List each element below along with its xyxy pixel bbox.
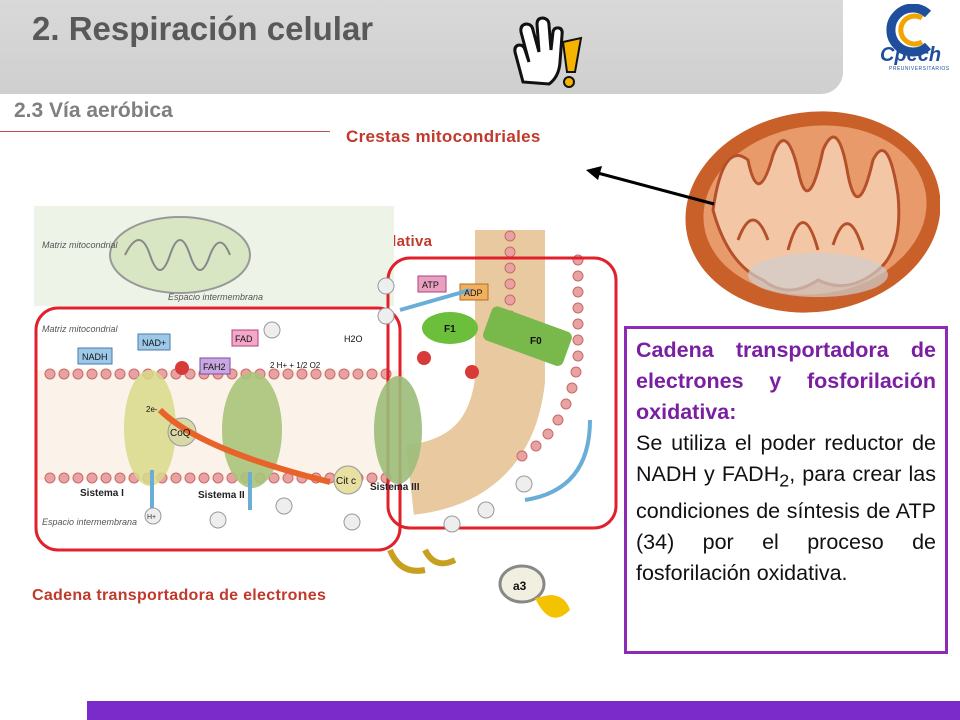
pointer-arrow-icon	[586, 166, 715, 206]
explanation-body-prefix: Se utiliza el poder reductor de NADH y F…	[636, 431, 936, 486]
citc-label: Cit c	[336, 476, 356, 487]
electron-label: 2e-	[146, 405, 158, 414]
f0-label: F0	[530, 336, 542, 347]
explanation-body-suffix: , para crear las condiciones de síntesis…	[636, 462, 936, 586]
logo-subtext: PREUNIVERSITARIOS	[889, 66, 950, 72]
f1-label: F1	[444, 324, 456, 335]
sistema-2-label: Sistema II	[198, 490, 245, 501]
explanation-text: Cadena transportadora de electrones y fo…	[636, 335, 936, 589]
oxygen-equation-label: 2 H+ + 1/2 O2	[270, 361, 321, 370]
cadena-label: Cadena transportadora de electrones	[32, 587, 327, 604]
explanation-heading: Cadena transportadora de electrones y fo…	[636, 338, 936, 424]
nadh-label: NADH	[82, 352, 108, 362]
matriz-top-label: Matriz mitocondrial	[42, 240, 119, 250]
h2o-label: H2O	[344, 334, 363, 344]
pointing-hand-icon	[513, 16, 583, 88]
section-subtitle: 2.3 Vía aeróbica	[14, 99, 173, 122]
atp-label: ATP	[422, 280, 439, 290]
hplus-label: H+	[147, 514, 156, 521]
mitochondrion-illustration	[685, 111, 940, 313]
logo-text: Cpech	[880, 44, 942, 66]
fadh2-label: FAH2	[203, 362, 226, 372]
a3-label: a3	[513, 579, 527, 593]
espacio-label: Espacio intermembrana	[42, 517, 137, 527]
sistema-1-label: Sistema I	[80, 488, 124, 499]
explanation-body-subscript: 2	[779, 470, 790, 491]
nad-label: NAD+	[142, 338, 166, 348]
sistema-3-label: Sistema III	[370, 482, 420, 493]
crestas-label: Crestas mitocondriales	[346, 127, 541, 146]
cpech-logo-icon	[886, 4, 932, 57]
subtitle-divider	[0, 131, 330, 132]
espacio-top-label: Espacio intermembrana	[168, 292, 263, 302]
matriz-label: Matriz mitocondrial	[42, 324, 119, 334]
title-bar	[0, 0, 843, 94]
coq-label: CoQ	[170, 428, 191, 439]
adp-label: ADP	[464, 288, 483, 298]
explanation-textbox: Cadena transportadora de electrones y fo…	[624, 326, 948, 654]
slide-title: 2. Respiración celular	[32, 10, 374, 47]
footer-bar	[87, 701, 960, 720]
electron-transport-diagram: Matriz mitocondrial Espacio intermembran…	[34, 206, 618, 618]
fad-label: FAD	[235, 334, 253, 344]
